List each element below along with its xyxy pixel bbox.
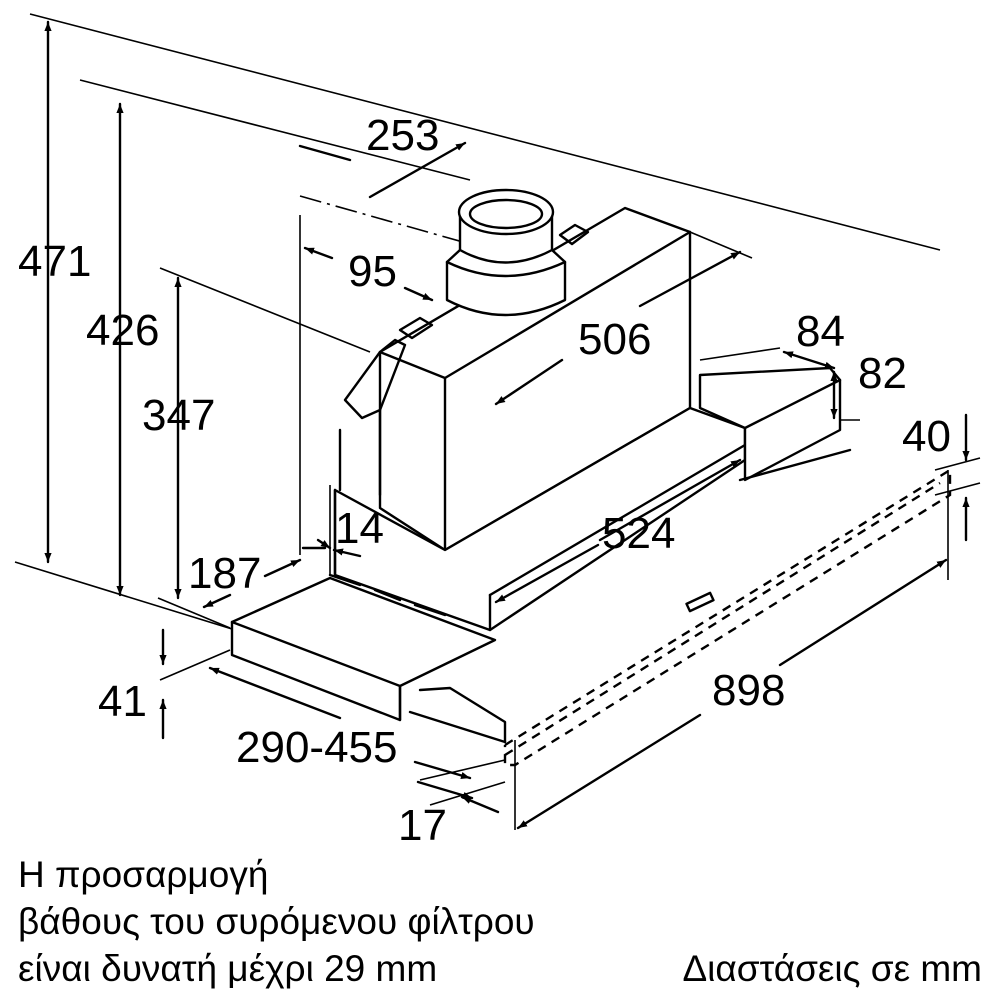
dim-14: 14 <box>335 504 384 553</box>
note-line-2: βάθους του συρόμενου φίλτρου <box>18 901 535 942</box>
extension-lines <box>14 13 981 830</box>
dim-84: 84 <box>796 307 845 356</box>
duct-collar <box>398 188 590 340</box>
note-line-3: είναι δυνατή μέχρι 29 mm <box>18 948 438 989</box>
dim-187: 187 <box>188 549 261 598</box>
dim-524: 524 <box>602 509 675 558</box>
dim-17: 17 <box>398 801 447 850</box>
dim-426: 426 <box>86 306 159 355</box>
dim-82: 82 <box>858 349 907 398</box>
dim-471: 471 <box>18 237 91 286</box>
dashed-outline <box>503 467 952 767</box>
dim-506: 506 <box>578 315 651 364</box>
dim-898: 898 <box>712 666 785 715</box>
note-line-1: Η προσαρμογή <box>18 854 269 895</box>
units-label: Διαστάσεις σε mm <box>682 948 982 989</box>
dim-290-455: 290-455 <box>236 723 397 772</box>
left-clamp <box>343 338 407 420</box>
dim-253: 253 <box>366 111 439 160</box>
dimension-lines <box>44 20 970 830</box>
dim-41: 41 <box>98 677 147 726</box>
dim-95: 95 <box>348 247 397 296</box>
dimension-labels: 471 426 347 253 95 506 84 82 40 14 187 5… <box>18 111 951 850</box>
dim-40: 40 <box>902 412 951 461</box>
dim-347: 347 <box>142 391 215 440</box>
extension-piece <box>698 366 842 482</box>
vent-slot <box>685 591 715 613</box>
